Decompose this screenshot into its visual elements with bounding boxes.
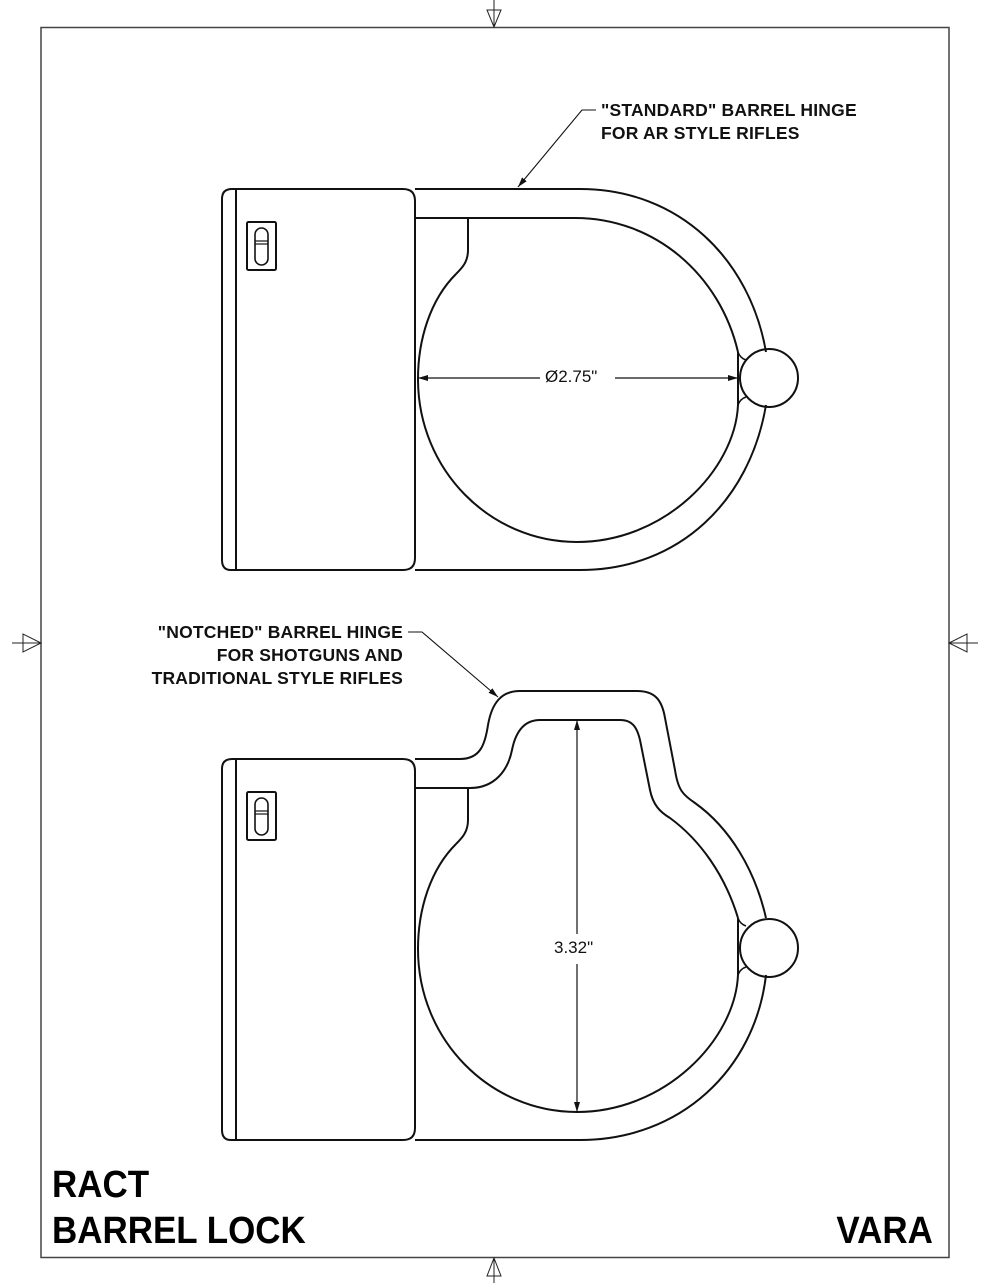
standard-hinge-view xyxy=(221,188,799,571)
notched-hinge-callout: "NOTCHED" BARREL HINGE FOR SHOTGUNS AND … xyxy=(152,621,403,690)
callout-line: "NOTCHED" BARREL HINGE xyxy=(157,622,403,642)
bottom-center-arrow-icon xyxy=(486,1256,502,1283)
lock-body-face xyxy=(236,758,416,1141)
right-center-arrow-icon xyxy=(947,633,978,653)
lock-body-face xyxy=(236,188,416,571)
lock-body-outline xyxy=(221,188,237,571)
brand-name: VARA xyxy=(836,1210,933,1252)
diameter-dimension-label: Ø2.75" xyxy=(541,367,602,387)
hinge-outer-arc xyxy=(415,188,767,353)
pivot-pin xyxy=(739,918,799,978)
lock-body-outline xyxy=(221,758,237,1141)
callout-line: FOR AR STYLE RIFLES xyxy=(601,123,800,143)
standard-hinge-callout: "STANDARD" BARREL HINGE FOR AR STYLE RIF… xyxy=(601,99,857,145)
height-dimension-label: 3.32" xyxy=(550,938,598,958)
title-line-1: RACT xyxy=(52,1164,150,1206)
barrel-circle xyxy=(416,843,739,1114)
standard-callout-leader xyxy=(517,109,596,188)
hinge-inner-arc xyxy=(415,217,739,353)
title-line-2: BARREL LOCK xyxy=(52,1210,306,1252)
left-center-arrow-icon xyxy=(12,633,43,653)
callout-line: TRADITIONAL STYLE RIFLES xyxy=(151,668,403,688)
hinge-outer-notched xyxy=(415,690,767,919)
notched-callout-leader xyxy=(408,631,499,698)
barrel-circle xyxy=(416,273,739,544)
top-center-arrow-icon xyxy=(486,0,502,29)
notched-hinge-view xyxy=(221,690,799,1141)
slide-switch-icon xyxy=(246,221,277,271)
slide-switch-icon xyxy=(246,791,277,841)
hinge-inner-notched xyxy=(415,719,739,919)
pivot-pin xyxy=(739,348,799,408)
callout-line: "STANDARD" BARREL HINGE xyxy=(601,100,857,120)
callout-line: FOR SHOTGUNS AND xyxy=(216,645,403,665)
